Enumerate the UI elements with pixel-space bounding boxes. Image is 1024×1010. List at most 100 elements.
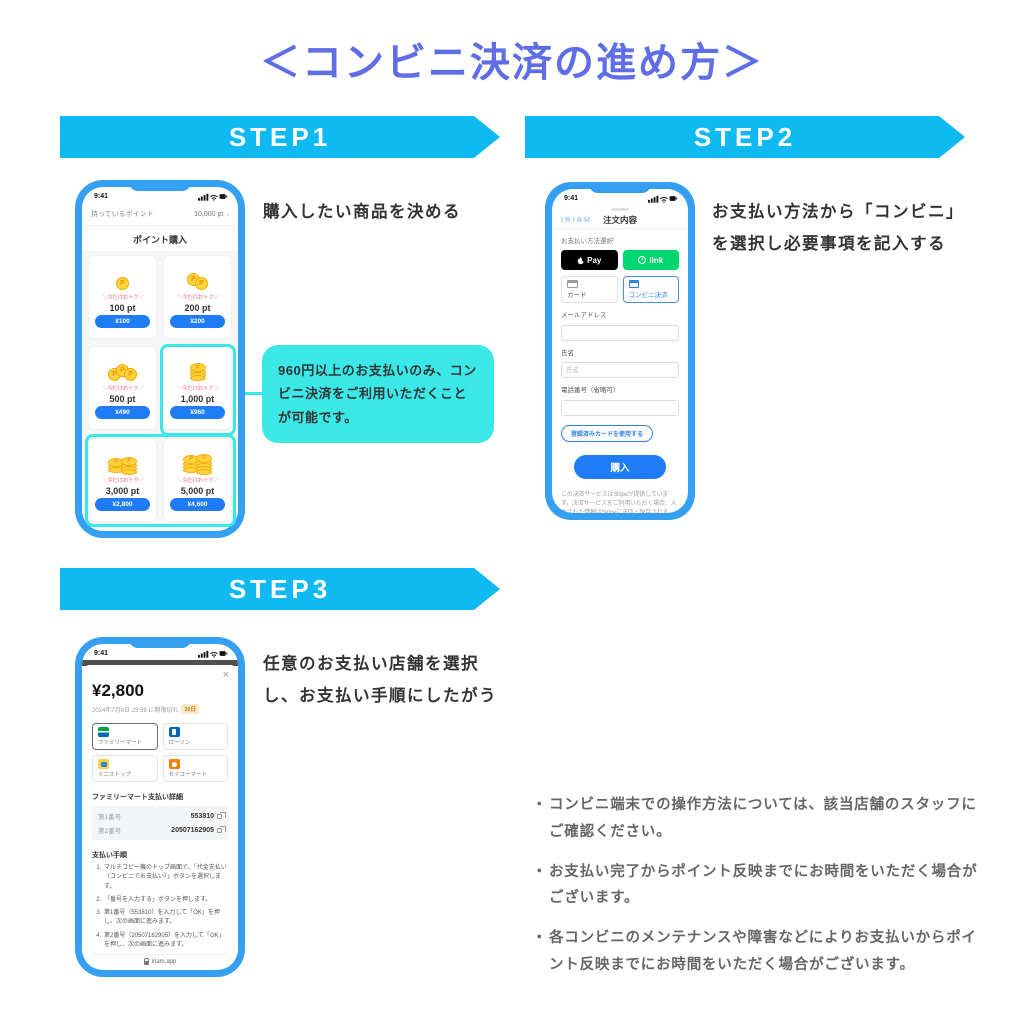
status-bar: 9:41 [82,187,238,203]
name-field[interactable] [561,362,679,378]
battery-icon [219,651,228,656]
link-icon [638,256,647,264]
payment-step: 「番号を入力する」ボタンを押します。 [103,896,228,905]
price-button[interactable]: ¥4,600 [169,497,226,511]
name-label: 氏名 [561,349,574,357]
status-bar: 9:41 [82,644,238,660]
payment-step: 第2番号（20507162905）を入力して「OK」を押し、次の画面に進みます。 [103,932,228,951]
apple-icon [577,256,586,264]
store-name: ファミリーマート [98,740,143,746]
payment-step: 第1番号（553810）を入力して「OK」を押し、次の画面に進みます。 [103,909,228,928]
card-option-label: カード [567,292,587,299]
store-option-lawson[interactable]: ローソン [162,723,228,750]
payment-details-title: ファミリーマート支払い詳細 [92,794,183,801]
footer-notes: ・ コンビニ端末での操作方法については、該当店舗のスタッフにご確認ください。 ・… [532,792,988,992]
purchase-button[interactable]: 購入 [573,454,667,479]
stripe-legal-text: この決済サービスはStripeが提供しています。決済サービスをご利用いただく場合… [561,491,679,514]
phone-mockup-step3: 9:41 × [75,637,245,977]
price-button[interactable]: ¥200 [169,315,226,328]
store-name: ミニストップ [98,772,132,778]
points-amount: 5,000 pt [180,485,215,496]
email-label: メールアドレス [561,312,607,319]
close-icon[interactable]: × [222,669,229,681]
store-name: セイコーマート [168,772,208,778]
phone-notch [129,180,191,191]
owned-points-row[interactable]: 持っているポイント 10,000 pt › [82,203,238,226]
email-field[interactable] [561,324,679,341]
status-icons [648,195,678,203]
promo-label: ＼今だけおトク／ [101,386,144,392]
status-bar: 9:41 [552,189,688,205]
owned-points-label: 持っているポイント [91,211,154,218]
coin-icon [189,357,206,382]
konbini-payment-option[interactable]: コンビニ決済 [622,276,679,303]
wifi-icon [210,652,218,658]
phone-number-field[interactable] [561,399,679,416]
step1-description: 購入したい商品を決める [263,203,461,221]
store-option-familymart[interactable]: ファミリーマート [92,723,158,750]
point-product-card: ＼今だけおトク／ 5,000 pt ¥4,600 [163,437,232,522]
info-bubble: 960円以上のお支払いのみ、コンビニ決済をご利用いただくことが可能です。 [262,345,494,444]
payment-number-row: 第2番号 20507162905 [98,825,226,835]
promo-label: ＼今だけおトク／ [176,386,219,392]
copy-icon[interactable] [217,825,226,833]
bullet: ・ [532,930,547,947]
phone-notch [129,637,191,648]
order-header: 注文内容 IRIAM [552,211,688,229]
note-item: ・ 各コンビニのメンテナンスや障害などによりお支払いからポイント反映までにお時間… [532,925,988,979]
number-label: 第2番号 [98,828,122,835]
status-time: 9:41 [564,195,579,202]
payment-method-label: お支払い方法選択 [561,238,613,245]
copy-icon[interactable] [217,811,226,819]
sheet-handle [611,208,629,211]
phone1-screen: 9:41 持っているポイント [82,187,238,531]
phone-mockup-step1: 9:41 持っているポイント [75,180,245,538]
step3-description: 任意のお支払い店舗を選択し、お支払い手順にしたがう [263,655,497,706]
use-saved-card-button[interactable]: 登録済みカードを使用する [561,424,654,442]
price-button[interactable]: ¥960 [169,406,226,420]
price-button[interactable]: ¥2,800 [94,497,151,511]
points-amount: 1,000 pt [180,394,215,405]
coin-icon [108,449,137,475]
promo-label: ＼今だけおトク／ [101,477,144,484]
store-option-seicomart[interactable]: セイコーマート [162,755,228,782]
promo-label: ＼今だけおトク／ [176,295,219,301]
price-button[interactable]: ¥490 [94,406,151,420]
apple-pay-label: Pay [587,255,602,265]
order-title: 注文内容 [602,214,637,225]
bullet: ・ [532,863,547,880]
store-icon [628,280,639,288]
voucher-sheet: × ¥2,800 2024年7月9日 23:59 に期限切れ 30日 ファミリー… [82,665,238,969]
link-pay-button[interactable]: link [622,250,679,270]
apple-pay-button[interactable]: Pay [561,250,618,270]
step3-banner-label: STEP3 [228,573,332,604]
step1-banner-label: STEP1 [228,121,332,152]
store-option-ministop[interactable]: ミニストップ [92,755,158,782]
note-text: お支払い完了からポイント反映までにお時間をいただく場合がございます。 [549,863,978,907]
promo-label: ＼今だけおトク／ [176,477,219,484]
points-amount: 200 pt [184,303,211,313]
coin-icon [108,357,137,382]
step2-banner: STEP2 [525,116,965,158]
browser-url-bar[interactable]: iriam.app [92,954,228,968]
points-amount: 3,000 pt [105,485,140,496]
card-payment-option[interactable]: カード [561,276,618,303]
battery-icon [669,196,678,201]
status-icons [198,650,228,658]
phone-mockup-step2: 9:41 注文内容 [545,182,695,520]
page-title: ＜コンビニ決済の進め方＞ [260,41,764,85]
points-amount: 500 pt [109,394,136,405]
lock-icon [143,958,149,966]
price-button[interactable]: ¥100 [94,315,151,328]
coin-icon [116,266,129,290]
lawson-logo-icon [168,727,180,737]
card-icon [567,280,578,288]
modal-backdrop-strip [82,660,238,666]
signal-icon [198,650,209,658]
konbini-option-label: コンビニ決済 [628,292,668,299]
number-label: 第1番号 [98,814,122,821]
phone3-screen: 9:41 × [82,644,238,970]
points-amount: 100 pt [109,303,136,313]
payment-step: マルチコピー機のトップ画面で、「代金支払い（コンビニでお支払い）」ボタンを選択し… [103,864,228,892]
